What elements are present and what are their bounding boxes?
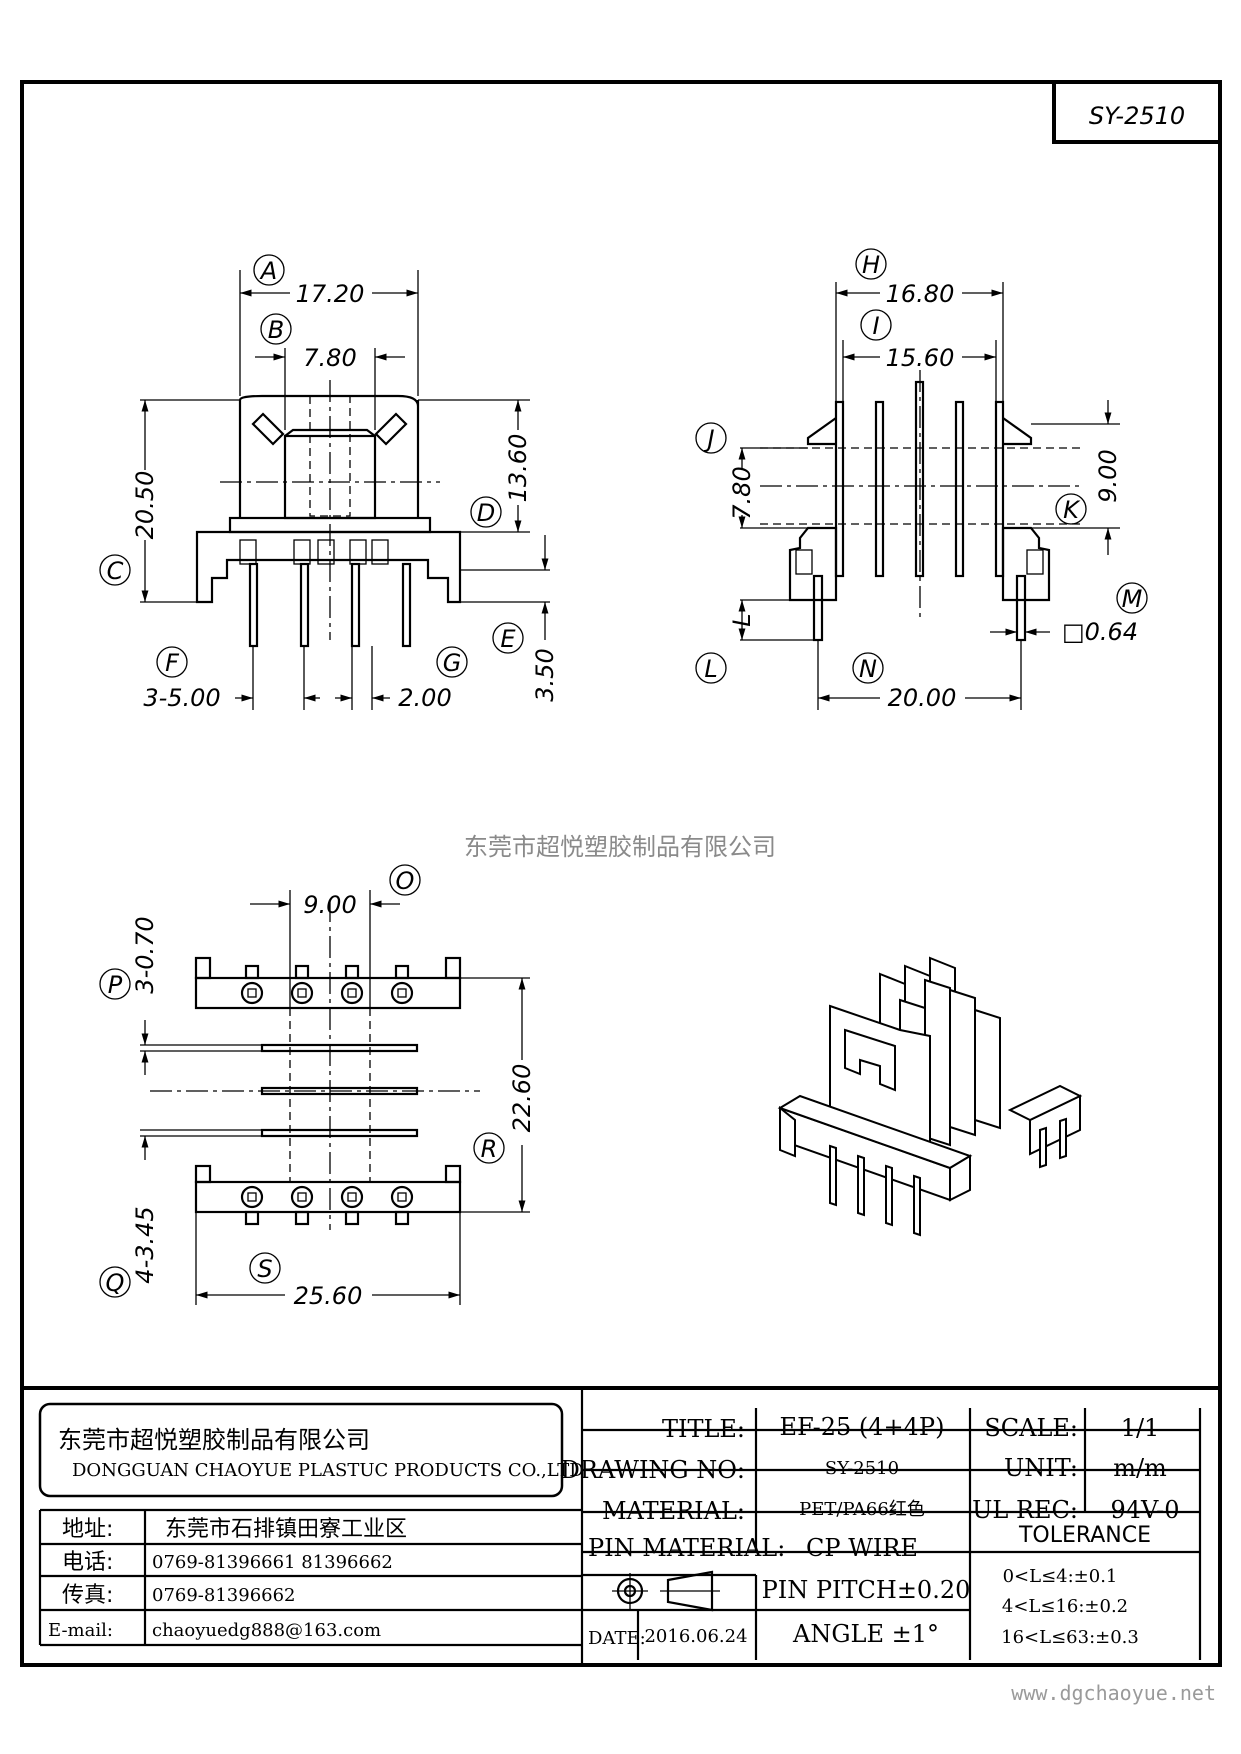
tolerance-label: TOLERANCE	[1018, 1523, 1151, 1548]
bottom-view: 9.00 3-0.70 4-3.45 22.60 25.60 O P Q R S	[99, 864, 536, 1310]
label-d: D	[477, 499, 495, 527]
dim-j-value: 7.80	[728, 466, 756, 519]
label-a: A	[259, 257, 277, 285]
dim-f-value: 3-5.00	[143, 684, 220, 712]
company-name-en: DONGGUAN CHAOYUE PLASTUC PRODUCTS CO.,LT…	[72, 1460, 584, 1481]
label-e: E	[500, 625, 516, 653]
pin-pitch: PIN PITCH±0.20	[762, 1576, 971, 1604]
tolerance-3: 16<L≤63:±0.3	[1001, 1627, 1139, 1648]
material-label: MATERIAL:	[602, 1497, 745, 1525]
label-n: N	[859, 655, 877, 683]
website: www.dgchaoyue.net	[1011, 1681, 1216, 1705]
label-o: O	[396, 867, 415, 895]
front-view: 17.20 7.80 20.50 13.60 3.50 3-5.00 2.00 …	[99, 254, 559, 712]
title-value: EF-25 (4+4P)	[780, 1413, 945, 1441]
angle: ANGLE ±1°	[792, 1620, 939, 1648]
drawing-no-value: SY-2510	[825, 1458, 899, 1479]
label-i: I	[872, 312, 879, 340]
label-h: H	[862, 251, 880, 279]
dim-q-value: 4-3.45	[131, 1206, 159, 1283]
dim-d-value: 13.60	[504, 434, 532, 503]
date-value: 2016.06.24	[644, 1626, 747, 1647]
isometric-view	[777, 956, 1083, 1237]
side-view: 16.80 15.60 7.80 9.00 L □0.64 20.00 H I …	[695, 248, 1148, 712]
part-number-box	[1052, 80, 1222, 144]
dim-m-value: □0.64	[1062, 618, 1138, 646]
email-label: E-mail:	[48, 1620, 113, 1641]
dim-o-value: 9.00	[303, 891, 356, 919]
label-b: B	[268, 316, 284, 344]
title-label: TITLE:	[662, 1415, 745, 1443]
date-label: DATE:	[588, 1628, 646, 1649]
dim-e-value: 3.50	[531, 648, 559, 701]
label-l: L	[704, 655, 717, 683]
company-name-cn: 东莞市超悦塑胶制品有限公司	[58, 1426, 370, 1454]
label-c: C	[107, 557, 124, 585]
dim-l-value: L	[728, 613, 756, 626]
tolerance-1: 0<L≤4:±0.1	[1003, 1566, 1118, 1587]
label-q: Q	[106, 1269, 125, 1297]
label-g: G	[443, 649, 462, 677]
ul-rec-value: 94V-0	[1110, 1496, 1179, 1524]
unit-label: UNIT:	[1004, 1454, 1078, 1482]
unit-value: m/m	[1113, 1454, 1167, 1482]
label-k: K	[1063, 496, 1081, 524]
title-block: 东莞市超悦塑胶制品有限公司 DONGGUAN CHAOYUE PLASTUC P…	[20, 1386, 1222, 1667]
dim-b-value: 7.80	[303, 344, 356, 372]
pin-material-label: PIN MATERIAL:	[588, 1534, 785, 1562]
dim-s-value: 25.60	[294, 1282, 363, 1310]
label-m: M	[1122, 585, 1143, 613]
watermark: 东莞市超悦塑胶制品有限公司	[464, 833, 776, 861]
material-value: PET/PA66红色	[799, 1499, 925, 1520]
email-value: chaoyuedg888@163.com	[152, 1620, 381, 1641]
phone-label: 电话:	[62, 1550, 113, 1575]
projection-symbol-icon	[612, 1570, 720, 1612]
label-j: J	[703, 425, 714, 453]
ul-rec-label: UL REC:	[972, 1496, 1078, 1524]
dim-h-value: 16.80	[886, 280, 955, 308]
address-label: 地址:	[62, 1517, 113, 1542]
dim-a-value: 17.20	[296, 280, 365, 308]
label-f: F	[165, 649, 180, 677]
label-s: S	[257, 1255, 272, 1283]
label-p: P	[108, 971, 123, 999]
dim-g-value: 2.00	[398, 684, 451, 712]
fax-value: 0769-81396662	[152, 1585, 296, 1606]
label-r: R	[481, 1135, 498, 1163]
pin-material-value: CP WIRE	[806, 1534, 918, 1562]
dim-i-value: 15.60	[886, 344, 955, 372]
dim-c-value: 20.50	[131, 471, 159, 540]
part-number: SY-2510	[1089, 102, 1185, 130]
drawing-no-label: DRAWING NO:	[561, 1456, 745, 1484]
tolerance-2: 4<L≤16:±0.2	[1002, 1596, 1128, 1617]
phone-value: 0769-81396661 81396662	[152, 1552, 393, 1573]
address-value: 东莞市石排镇田寮工业区	[165, 1517, 407, 1542]
dim-r-value: 22.60	[508, 1064, 536, 1133]
scale-label: SCALE:	[984, 1414, 1078, 1442]
dim-p-value: 3-0.70	[131, 916, 159, 993]
fax-label: 传真:	[62, 1583, 113, 1608]
scale-value: 1/1	[1121, 1414, 1160, 1442]
dim-n-value: 20.00	[888, 684, 957, 712]
dim-k-value: 9.00	[1094, 449, 1122, 502]
